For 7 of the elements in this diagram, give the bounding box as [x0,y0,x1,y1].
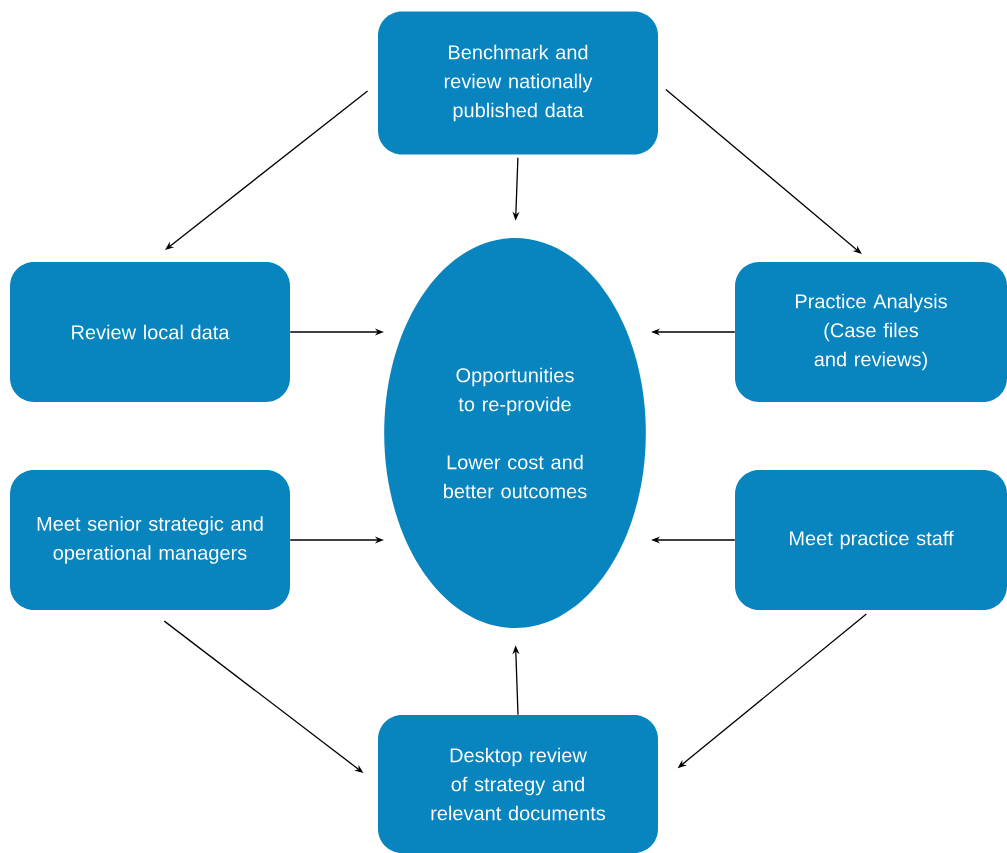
process-box: Meet senior strategic and operational managers [10,470,290,610]
process-box: Practice Analysis (Case files and reviews) [735,262,1007,402]
process-box: Desktop review of strategy and relevant documents [378,715,658,853]
process-box: Review local data [10,262,290,402]
process-box: Meet practice staff [735,470,1007,610]
process-box: Benchmark and review nationally published data [378,11,658,155]
ellipse-node: Opportunities to re-provide Lower cost and better outcomes [384,238,646,628]
